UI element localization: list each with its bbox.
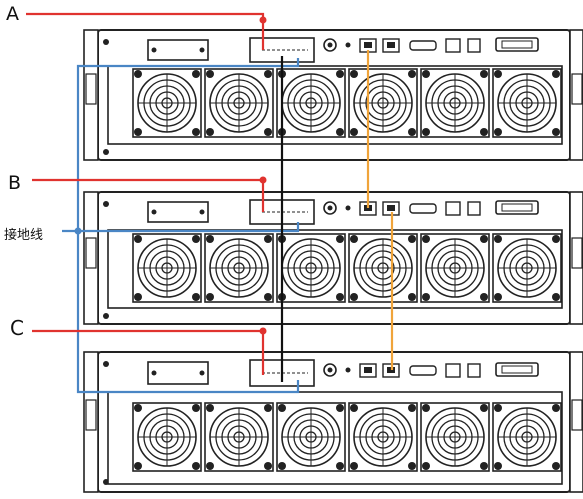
unit-middle <box>83 191 583 325</box>
label-ground-wire: 接地线 <box>2 224 46 243</box>
orange-comm-cable <box>366 50 394 370</box>
red-wire-a <box>26 12 267 50</box>
red-wire-c <box>32 327 267 375</box>
red-wire-b <box>32 176 267 212</box>
unit-bottom <box>83 351 583 493</box>
label-a: A <box>6 3 19 25</box>
unit-top <box>83 29 583 161</box>
ground-wire <box>62 58 300 394</box>
label-c: C <box>10 316 24 340</box>
label-b: B <box>8 172 22 194</box>
